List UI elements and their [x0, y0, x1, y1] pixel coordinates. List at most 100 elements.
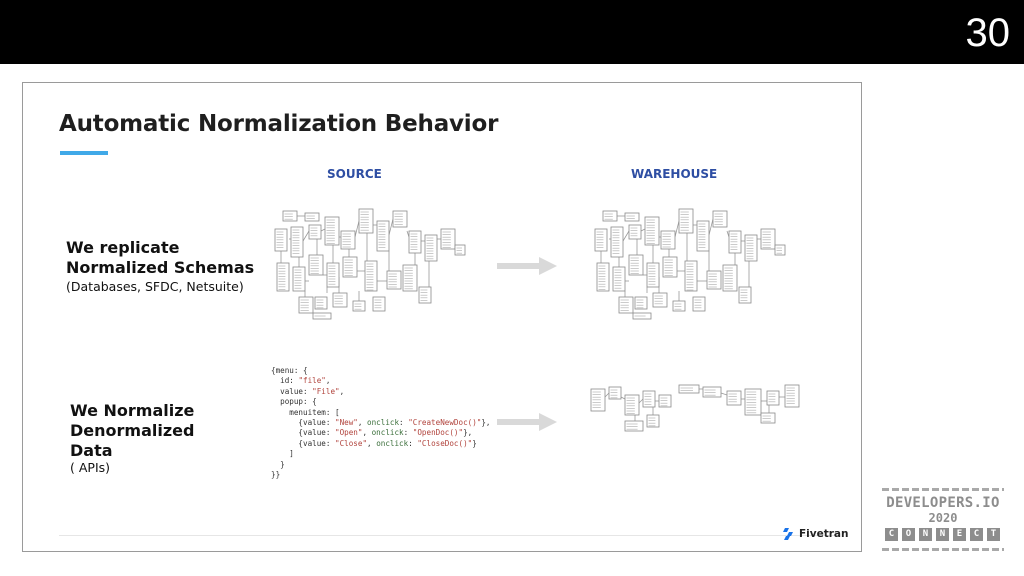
schema-table — [662, 256, 678, 278]
schema-table — [326, 262, 340, 288]
schema-table — [658, 394, 672, 408]
row1-subtext: (Databases, SFDC, Netsuite) — [66, 279, 244, 294]
code-line: {value: "Close", onclick: "CloseDoc()"} — [271, 438, 477, 448]
schema-table — [308, 224, 322, 240]
schema-table — [760, 412, 776, 424]
badge-letter-box: N — [936, 528, 949, 541]
schema-table — [774, 244, 786, 256]
schema-table — [692, 296, 706, 312]
warehouse-schema-diagram — [594, 208, 786, 320]
schema-table — [760, 228, 776, 250]
schema-table — [342, 256, 358, 278]
schema-table — [744, 388, 762, 416]
badge-letter-box: E — [953, 528, 966, 541]
schema-link — [708, 218, 714, 236]
schema-link — [620, 396, 626, 400]
schema-table — [672, 300, 686, 312]
schema-table — [402, 264, 418, 292]
schema-link — [302, 230, 310, 242]
badge-letter-box: C — [885, 528, 898, 541]
row2-arrow-icon — [497, 413, 557, 431]
schema-table — [424, 234, 438, 262]
schema-table — [292, 266, 306, 292]
schema-table — [304, 212, 320, 222]
schema-table — [684, 260, 698, 292]
normalized-tables-diagram — [590, 384, 800, 432]
schema-table — [612, 266, 626, 292]
schema-link — [320, 228, 326, 232]
schema-table — [722, 264, 738, 292]
slide-title: Automatic Normalization Behavior — [59, 111, 499, 137]
schema-table — [358, 208, 374, 234]
schema-table — [624, 394, 640, 416]
schema-table — [308, 254, 324, 276]
schema-table — [454, 244, 466, 256]
schema-table — [608, 386, 622, 400]
schema-table — [766, 390, 780, 406]
schema-link — [640, 228, 646, 232]
fivetran-wordmark: Fivetran — [799, 528, 849, 540]
schema-link — [674, 220, 680, 238]
row1-heading: We replicate Normalized Schemas — [66, 238, 255, 277]
schema-table — [314, 296, 328, 310]
schema-table — [440, 228, 456, 250]
badge-letter-box: N — [919, 528, 932, 541]
code-line: popup: { — [271, 397, 317, 407]
row2-heading: We Normalize Denormalized Data — [70, 401, 195, 460]
schema-link — [604, 392, 610, 398]
badge-line2: 2020 — [928, 511, 958, 525]
row1-arrow-icon — [497, 257, 557, 275]
schema-table — [610, 226, 624, 258]
code-line: ] — [271, 449, 294, 459]
schema-table — [282, 210, 298, 222]
schema-link — [638, 398, 644, 404]
schema-table — [646, 414, 660, 428]
schema-table — [726, 390, 742, 406]
schema-table — [364, 260, 378, 292]
json-code-sample: {menu: { id: "file", value: "File", popu… — [271, 366, 491, 480]
schema-table — [624, 212, 640, 222]
code-line: id: "file", — [271, 376, 331, 386]
schema-table — [678, 384, 700, 394]
code-line: {value: "New", onclick: "CreateNewDoc()"… — [271, 418, 491, 428]
fivetran-logo-icon — [783, 528, 793, 540]
schema-table — [376, 220, 390, 252]
schema-table — [628, 224, 642, 240]
schema-table — [744, 234, 758, 262]
title-accent-bar — [60, 151, 108, 155]
warehouse-column-header: WAREHOUSE — [631, 167, 718, 181]
schema-link — [622, 230, 630, 242]
badge-dash-bottom — [882, 548, 1004, 551]
code-line: {menu: { — [271, 366, 308, 375]
source-schema-diagram — [274, 208, 466, 320]
schema-table — [628, 254, 644, 276]
slide-image: Automatic Normalization Behavior SOURCE … — [22, 82, 862, 552]
schema-table — [332, 292, 348, 308]
source-column-header: SOURCE — [327, 167, 382, 181]
badge-letter-box: O — [902, 528, 915, 541]
row2-subtext: ( APIs) — [70, 460, 111, 475]
schema-table — [696, 220, 710, 252]
schema-table — [624, 420, 644, 432]
code-line: value: "File", — [271, 386, 345, 396]
schema-table — [652, 292, 668, 308]
schema-table — [352, 300, 366, 312]
schema-link — [354, 220, 360, 238]
schema-table — [290, 226, 304, 258]
badge-letter-box: T — [987, 528, 1000, 541]
code-line: {value: "Open", onclick: "OpenDoc()"}, — [271, 428, 473, 438]
schema-table — [602, 210, 618, 222]
schema-table — [678, 208, 694, 234]
badge-letter-box: C — [970, 528, 983, 541]
schema-table — [702, 386, 722, 398]
top-bar: 30 — [0, 0, 1024, 64]
badge-dash-top — [882, 488, 1004, 491]
code-line: } — [271, 459, 285, 469]
fivetran-logo: Fivetran — [783, 527, 849, 541]
footer-divider — [59, 535, 839, 536]
badge-line1: DEVELOPERS.IO — [886, 495, 1000, 511]
code-line: menuitem: [ — [271, 407, 340, 417]
schema-table — [372, 296, 386, 312]
